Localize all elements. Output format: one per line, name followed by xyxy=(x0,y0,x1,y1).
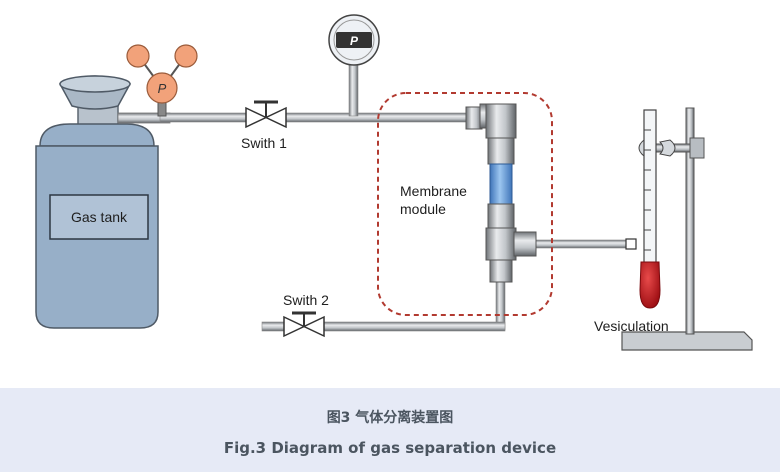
regulator: P xyxy=(126,44,198,117)
membrane-module-outline xyxy=(377,92,553,316)
pipe-outlet-horizontal xyxy=(319,321,506,332)
lab-stand xyxy=(621,107,753,351)
gas-separation-diagram: Gas tank P Swith 1 P Membrane modul xyxy=(35,14,753,351)
gas-tank: Gas tank xyxy=(35,75,159,329)
switch-2-valve xyxy=(283,311,325,338)
pipe-gauge xyxy=(348,57,359,117)
switch-1-valve xyxy=(245,100,287,129)
test-tube xyxy=(625,109,661,309)
pressure-gauge-label: P xyxy=(350,34,359,48)
pipe-main-1 xyxy=(159,112,253,123)
regulator-label: P xyxy=(158,81,167,96)
pipe-main-2 xyxy=(279,112,475,123)
membrane-label-line1: Membrane xyxy=(400,183,467,199)
vesiculation-label: Vesiculation xyxy=(594,318,669,334)
membrane-column xyxy=(465,103,537,283)
membrane-label-line2: module xyxy=(400,201,446,217)
figure-caption-chinese: 图3 气体分离装置图 xyxy=(326,410,454,426)
figure-caption-english: Fig.3 Diagram of gas separation device xyxy=(223,439,557,457)
switch-2-label: Swith 2 xyxy=(283,292,329,308)
pressure-gauge: P xyxy=(328,14,380,66)
caption-band: 图3 气体分离装置图 Fig.3 Diagram of gas separati… xyxy=(0,388,780,472)
gas-tank-label: Gas tank xyxy=(71,209,128,225)
switch-1-label: Swith 1 xyxy=(241,135,287,151)
pipe-to-tube xyxy=(529,239,629,249)
